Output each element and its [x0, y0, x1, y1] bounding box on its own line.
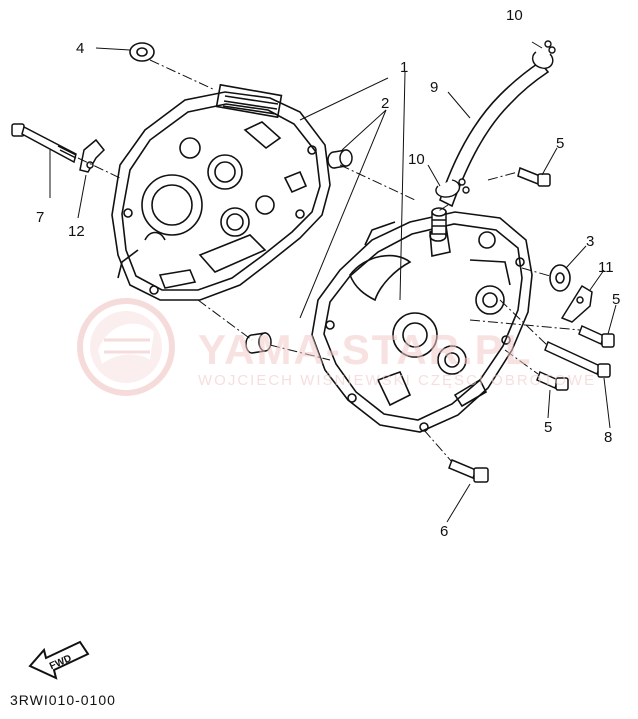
- bolt-part-5-lower: [537, 372, 568, 390]
- callout-labels: 1 2 3 4 5 5 5 6 7 8 9 10 10 11 12: [36, 7, 620, 540]
- callout-5-upper: 5: [556, 135, 564, 152]
- diagram-code: 3RWI010-0100: [10, 692, 116, 708]
- callout-6: 6: [440, 523, 448, 540]
- washer-part-4: [130, 43, 154, 61]
- bolt-part-8: [545, 342, 610, 377]
- dowel-pin-lower: [246, 333, 271, 353]
- callout-5-right: 5: [612, 291, 620, 308]
- hose-clip-lower: [436, 179, 469, 197]
- callout-4: 4: [76, 40, 84, 57]
- bracket-part-11: [562, 286, 592, 322]
- callout-12: 12: [68, 223, 85, 240]
- callout-8: 8: [604, 429, 612, 446]
- callout-9: 9: [430, 79, 438, 96]
- bolt-part-6: [449, 460, 488, 482]
- bolt-part-7: [12, 124, 76, 162]
- callout-10-upper: 10: [506, 7, 523, 24]
- clamp-part-12: [80, 140, 104, 172]
- callout-3: 3: [586, 233, 594, 250]
- callout-11: 11: [598, 259, 614, 276]
- callout-7: 7: [36, 209, 44, 226]
- right-crankcase-half: [312, 212, 532, 432]
- callout-2: 2: [381, 95, 389, 112]
- dowel-pin-upper: [328, 150, 352, 168]
- washer-part-3: [550, 265, 570, 291]
- watermark-brand: YAMA-STAR.PL: [198, 326, 533, 373]
- bolt-part-5-upper: [518, 168, 550, 186]
- left-crankcase-half: [112, 85, 330, 300]
- watermark-logo: [77, 298, 175, 396]
- leader-lines: [49, 41, 617, 523]
- callout-10-lower: 10: [408, 151, 425, 168]
- breather-nipple: [432, 208, 446, 234]
- callout-5-lower: 5: [544, 419, 552, 436]
- hose-clip-upper: [533, 41, 555, 68]
- callout-1: 1: [400, 59, 408, 76]
- bolt-part-5-right: [579, 326, 614, 347]
- forward-arrow-icon: FWD: [28, 640, 90, 680]
- watermark-subtitle: WOJCIECH WIŚNIEWSKI CZĘŚCI OBROTOWE: [198, 372, 597, 389]
